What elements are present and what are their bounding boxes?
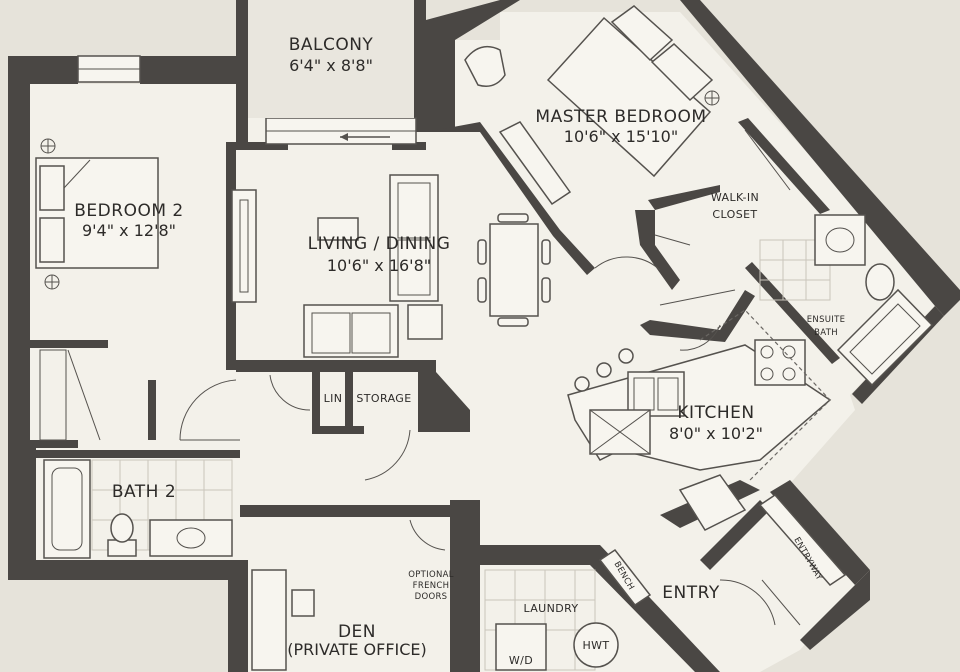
bath-2-fixtures — [43, 459, 233, 559]
bedroom-2-size: 9'4" x 12'8" — [82, 221, 176, 240]
windows — [77, 55, 417, 145]
linen-label: LIN — [324, 392, 343, 405]
storage-label: STORAGE — [356, 392, 411, 405]
entry-fixtures — [598, 494, 847, 626]
dining-table — [477, 213, 551, 327]
laundry-fixtures — [484, 569, 619, 671]
bedroom-2-bed — [35, 138, 159, 290]
french-doors-line3: DOORS — [415, 592, 448, 602]
closet-label: CLOSET — [712, 208, 757, 221]
french-doors-line1: OPTIONAL — [408, 570, 454, 580]
master-bedroom-label: MASTER BEDROOM — [535, 107, 706, 127]
living-dining-label: LIVING / DINING — [308, 234, 451, 254]
kitchen-size: 8'0" x 10'2" — [669, 424, 763, 443]
den-label: DEN — [338, 622, 376, 642]
den-subtitle: (PRIVATE OFFICE) — [287, 640, 427, 659]
balcony-size: 6'4" x 8'8" — [289, 56, 373, 75]
bedroom-2-closet — [39, 349, 101, 441]
living-dining-size: 10'6" x 16'8" — [327, 256, 431, 275]
door-swings — [179, 256, 776, 626]
bath-2-label: BATH 2 — [112, 482, 176, 502]
den-furniture — [251, 569, 315, 671]
washer-dryer-label: W/D — [509, 654, 533, 667]
ensuite-bath-label: BATH — [814, 328, 838, 338]
laundry-label: LAUNDRY — [523, 602, 578, 615]
walk-in-label: WALK-IN — [711, 191, 759, 204]
walk-in-closet-shelves — [654, 129, 791, 306]
balcony-floor — [248, 0, 414, 118]
master-bedroom-size: 10'6" x 15'10" — [564, 127, 678, 146]
entry-label: ENTRY — [662, 583, 720, 603]
ensuite-fixtures — [759, 214, 934, 387]
kitchen-counters — [567, 309, 832, 531]
kitchen-label: KITCHEN — [677, 403, 754, 423]
living-furniture — [231, 174, 443, 358]
bedroom-2-label: BEDROOM 2 — [74, 201, 183, 221]
master-bed — [464, 5, 720, 206]
french-doors-line2: FRENCH — [413, 581, 450, 591]
hwt-label: HWT — [582, 639, 609, 652]
ensuite-label: ENSUITE — [807, 315, 846, 325]
balcony-label: BALCONY — [289, 35, 374, 55]
